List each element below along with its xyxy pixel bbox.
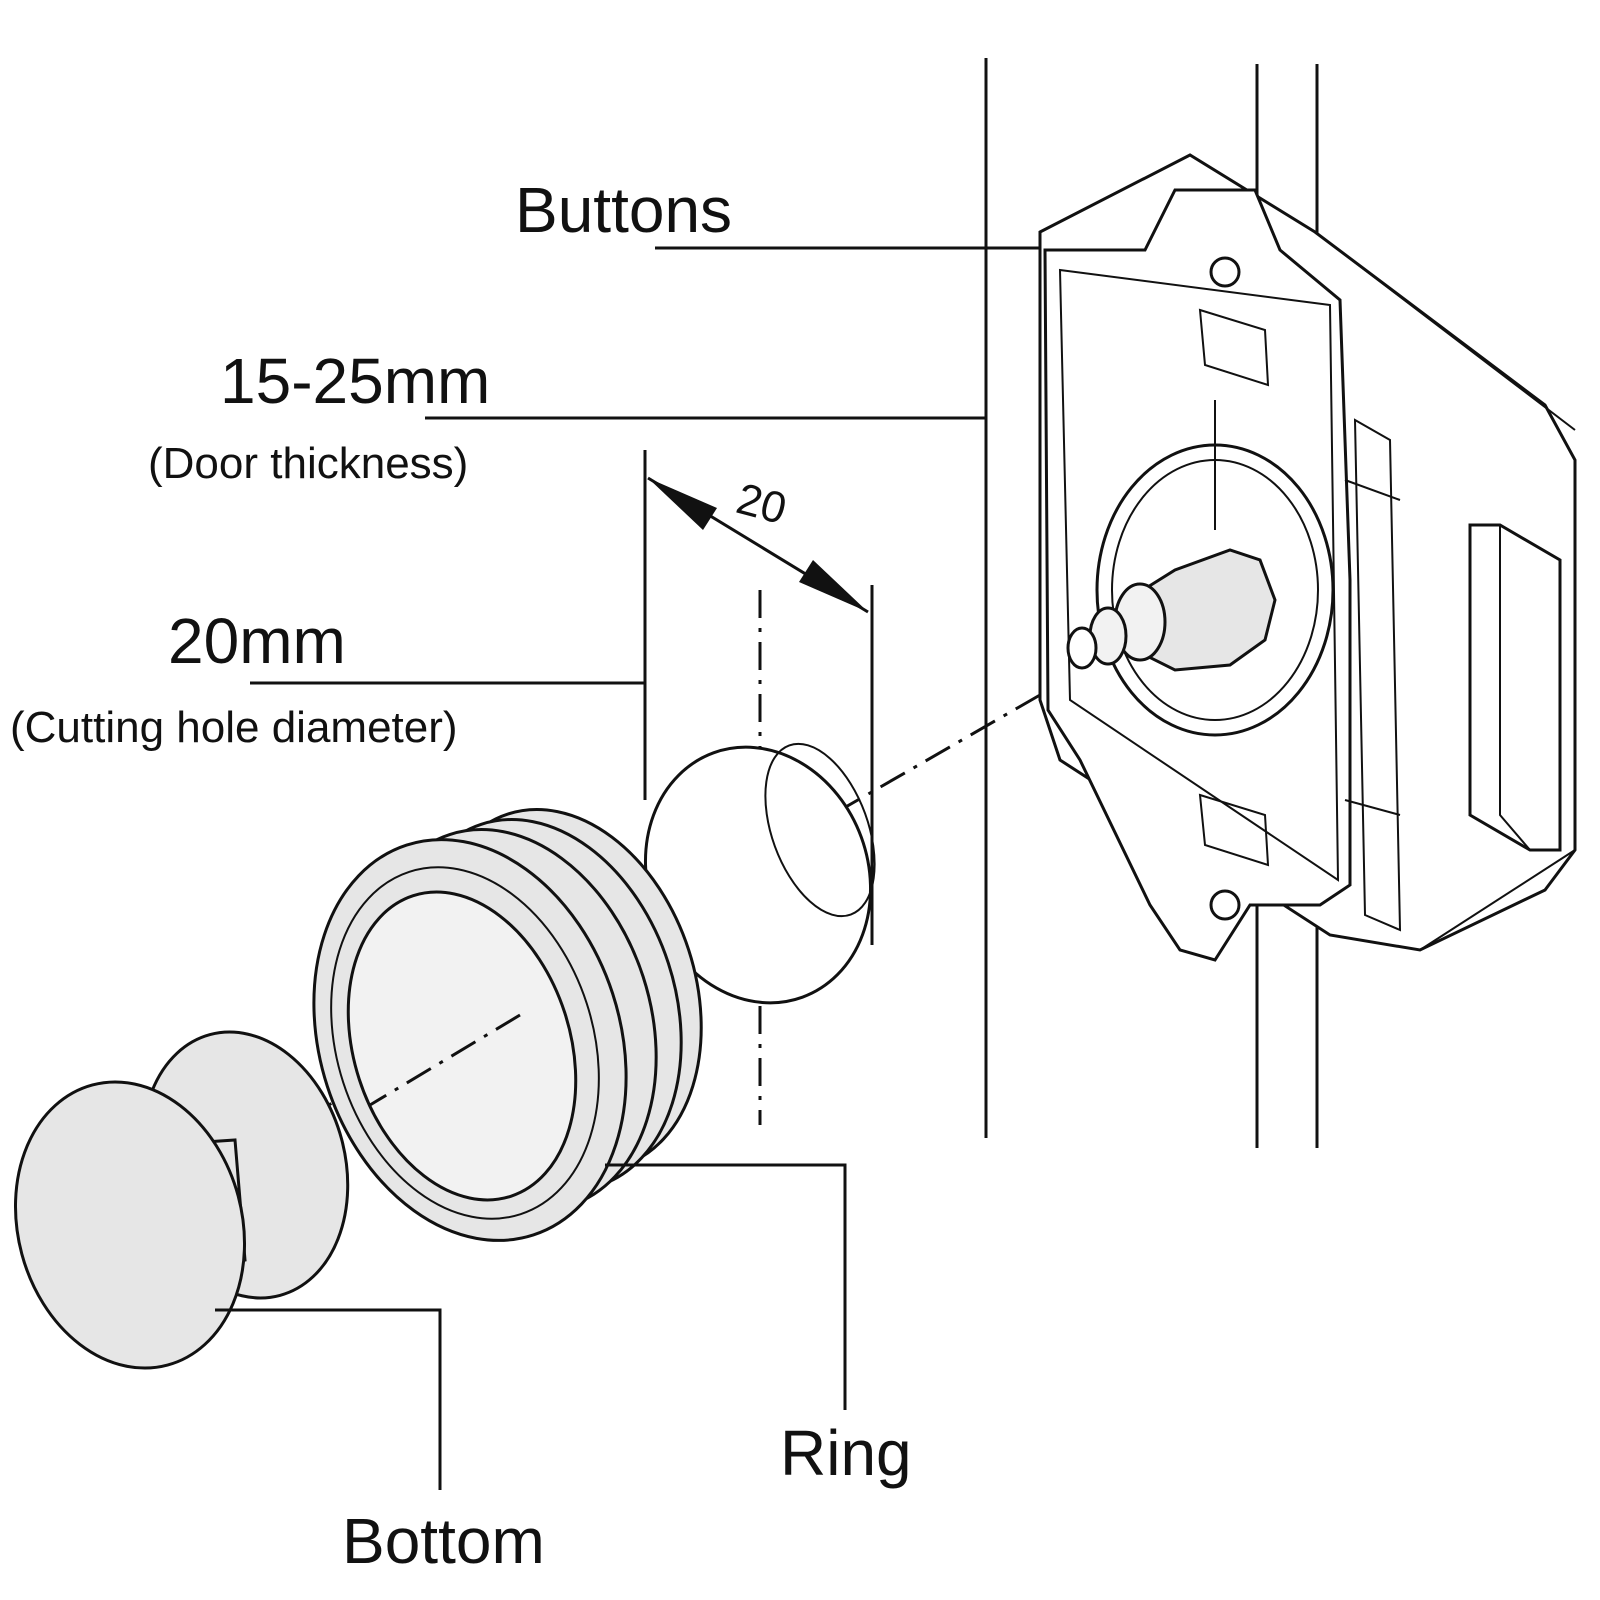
leader-bottom xyxy=(215,1308,442,1490)
bottom-mount-hole xyxy=(1209,889,1241,921)
latch-body xyxy=(1038,153,1577,962)
label-hole-diameter-value: 20mm xyxy=(168,605,346,677)
label-door-thickness-value: 15-25mm xyxy=(220,345,490,417)
bottom-part xyxy=(13,1030,350,1370)
top-mount-hole xyxy=(1209,256,1241,288)
ring-part xyxy=(312,808,703,1242)
label-bottom: Bottom xyxy=(342,1505,545,1577)
cutting-hole xyxy=(643,450,876,1005)
label-dimension-20: 20 xyxy=(732,474,792,534)
arrow-head-left xyxy=(648,478,717,530)
label-door-thickness-caption: (Door thickness) xyxy=(148,439,468,488)
label-ring: Ring xyxy=(780,1417,912,1489)
arrow-head-right xyxy=(799,560,868,612)
label-hole-diameter-caption: (Cutting hole diameter) xyxy=(10,703,458,752)
label-buttons: Buttons xyxy=(515,174,732,246)
dimension-arrow xyxy=(647,476,869,614)
leader-ring xyxy=(605,1163,847,1410)
leader-lines xyxy=(215,246,1040,1490)
